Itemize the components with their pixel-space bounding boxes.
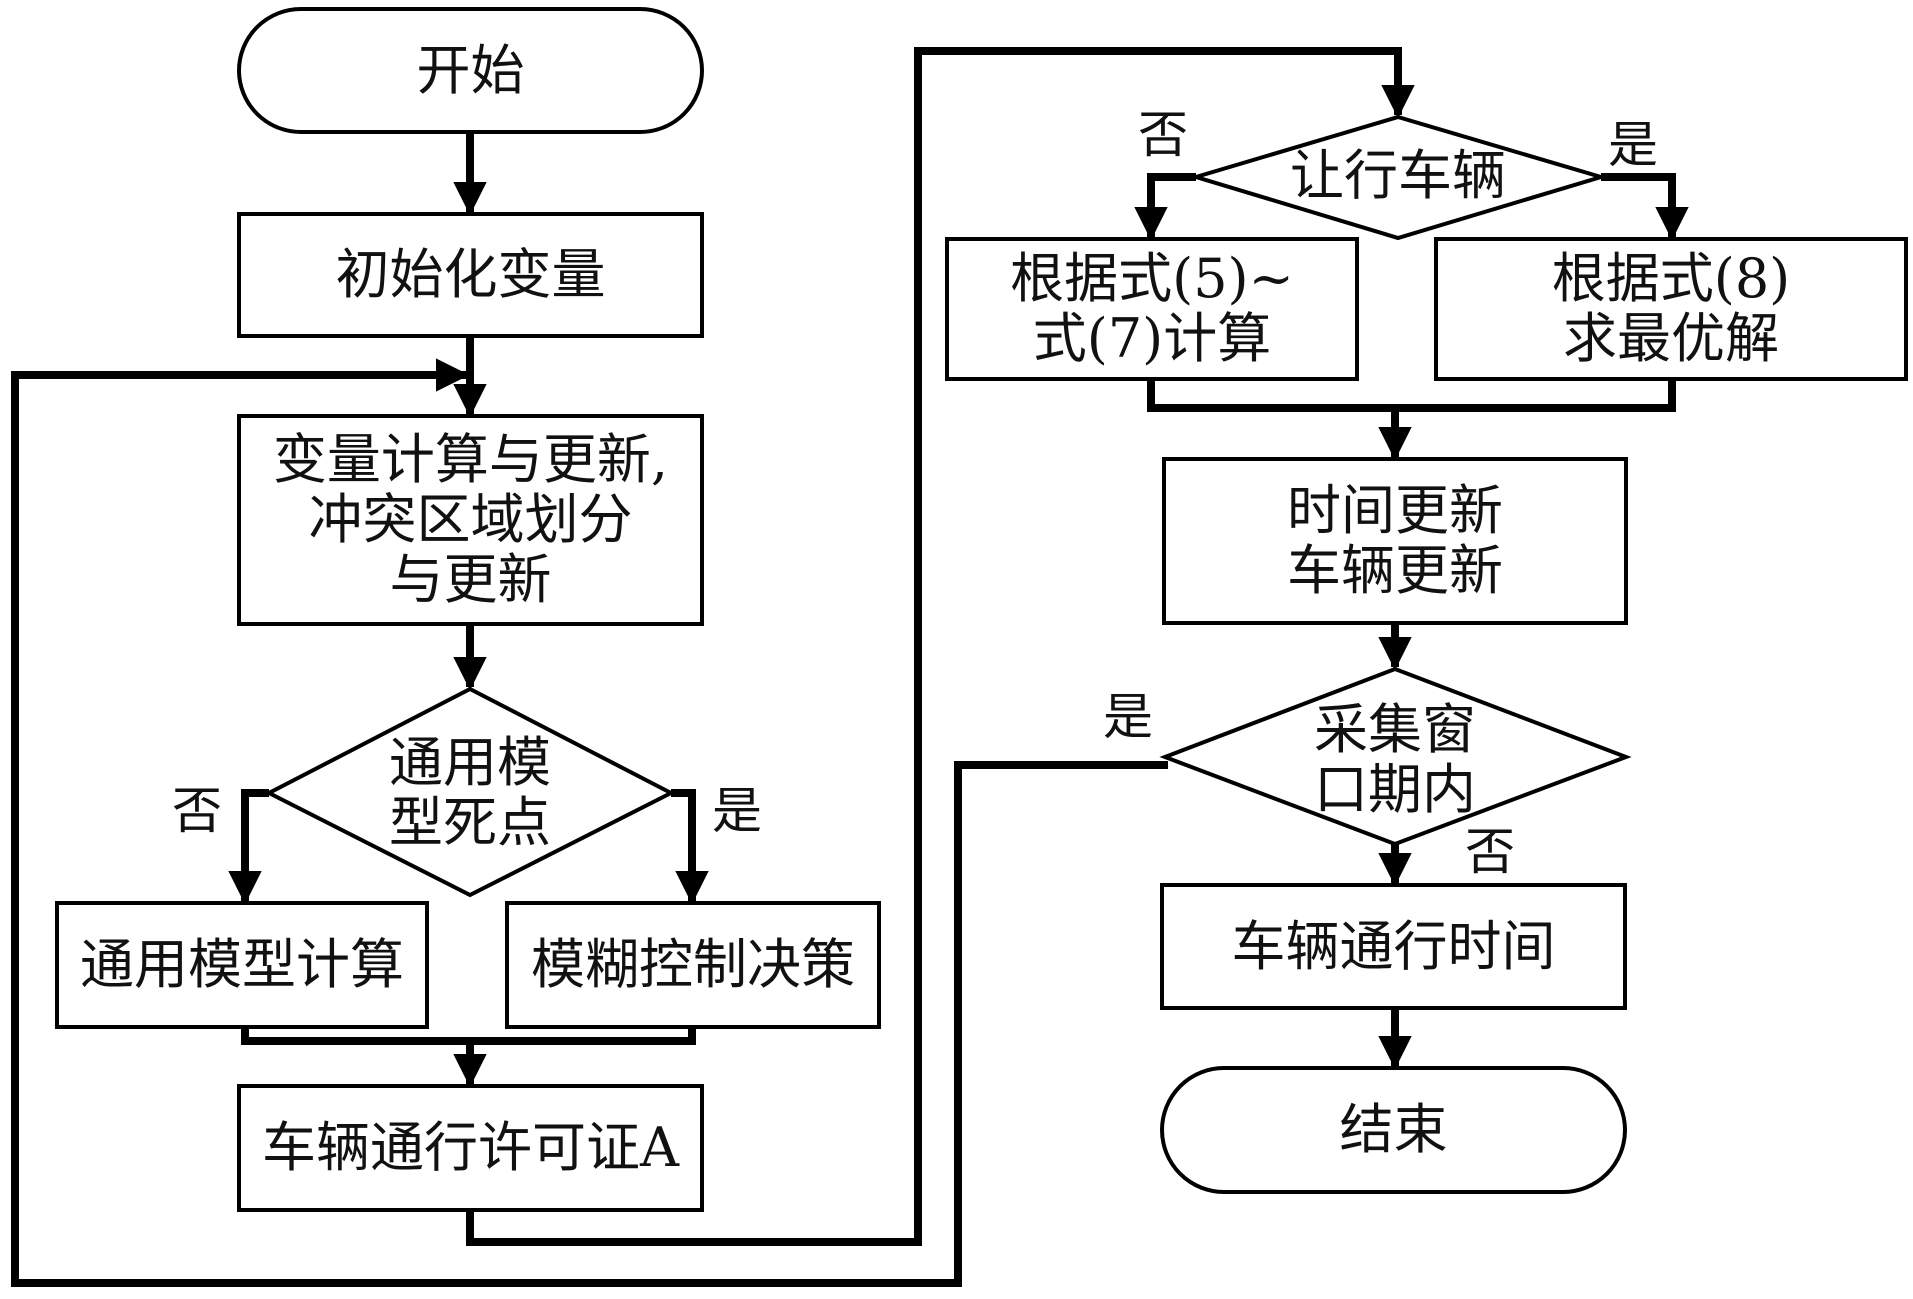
start-label: 开始	[416, 38, 525, 102]
time-update-label-line-2: 车辆更新	[1287, 539, 1503, 602]
yield-label: 让行车辆	[1290, 144, 1506, 207]
yield-no-label: 否	[1138, 106, 1188, 164]
edge-yield-no	[1134, 173, 1196, 241]
deadpoint-yes-label: 是	[712, 782, 762, 840]
edge-permit-yield	[466, 47, 1415, 1246]
eq5-7-label-line-1: 根据式(5)~	[1010, 247, 1294, 310]
init-label: 初始化变量	[335, 243, 606, 306]
update-label-line-3: 与更新	[389, 548, 552, 611]
eq5-7-label-line-2: 式(7)计算	[1032, 307, 1272, 370]
deadpoint-label: 通用模 型死点	[320, 713, 620, 873]
update-label-line-1: 变量计算与更新,	[272, 428, 669, 491]
update-label: 变量计算与更新, 冲突区域划分 与更新	[239, 416, 702, 624]
edge-window-yes-loop	[11, 358, 1168, 1287]
window-label-line-2: 口期内	[1314, 758, 1476, 821]
eq5-7-label: 根据式(5)~ 式(7)计算	[947, 239, 1357, 379]
init-box	[237, 212, 704, 338]
edge-deadpoint-yes	[671, 789, 709, 905]
end-label: 结束	[1339, 1098, 1448, 1161]
edge-merge-left	[241, 1027, 696, 1045]
deadpoint-no-label: 否	[172, 782, 222, 840]
pass-time-label: 车辆通行时间	[1231, 914, 1556, 978]
window-label-line-1: 采集窗	[1314, 698, 1476, 761]
update-label-line-2: 冲突区域划分	[308, 488, 633, 551]
eq8-label-line-2: 求最优解	[1563, 307, 1779, 370]
window-yes-label: 是	[1103, 688, 1153, 746]
eq8-label: 根据式(8) 求最优解	[1436, 239, 1906, 379]
time-update-label-line-1: 时间更新	[1287, 479, 1503, 542]
eq8-box	[1434, 237, 1908, 381]
deadpoint-label-line-1: 通用模	[389, 731, 551, 794]
time-update-box	[1162, 457, 1628, 625]
edge-deadpoint-no	[228, 789, 269, 905]
window-label: 采集窗 口期内	[1245, 690, 1545, 830]
edge-yield-yes	[1601, 173, 1689, 241]
time-update-label: 时间更新 车辆更新	[1164, 459, 1626, 623]
deadpoint-decision	[264, 686, 676, 898]
window-no-label: 否	[1465, 823, 1515, 881]
edge-merge-right	[1147, 379, 1676, 412]
general-calc-label: 通用模型计算	[80, 933, 404, 996]
eq5-7-box	[945, 237, 1359, 381]
fuzzy-label: 模糊控制决策	[531, 933, 855, 996]
permit-label: 车辆通行许可证A	[262, 1116, 679, 1179]
deadpoint-label-line-2: 型死点	[389, 791, 551, 854]
yield-decision	[1189, 114, 1609, 241]
eq8-label-line-1: 根据式(8)	[1551, 247, 1791, 310]
pass-time-box	[1160, 883, 1627, 1010]
yield-yes-label: 是	[1608, 116, 1658, 174]
